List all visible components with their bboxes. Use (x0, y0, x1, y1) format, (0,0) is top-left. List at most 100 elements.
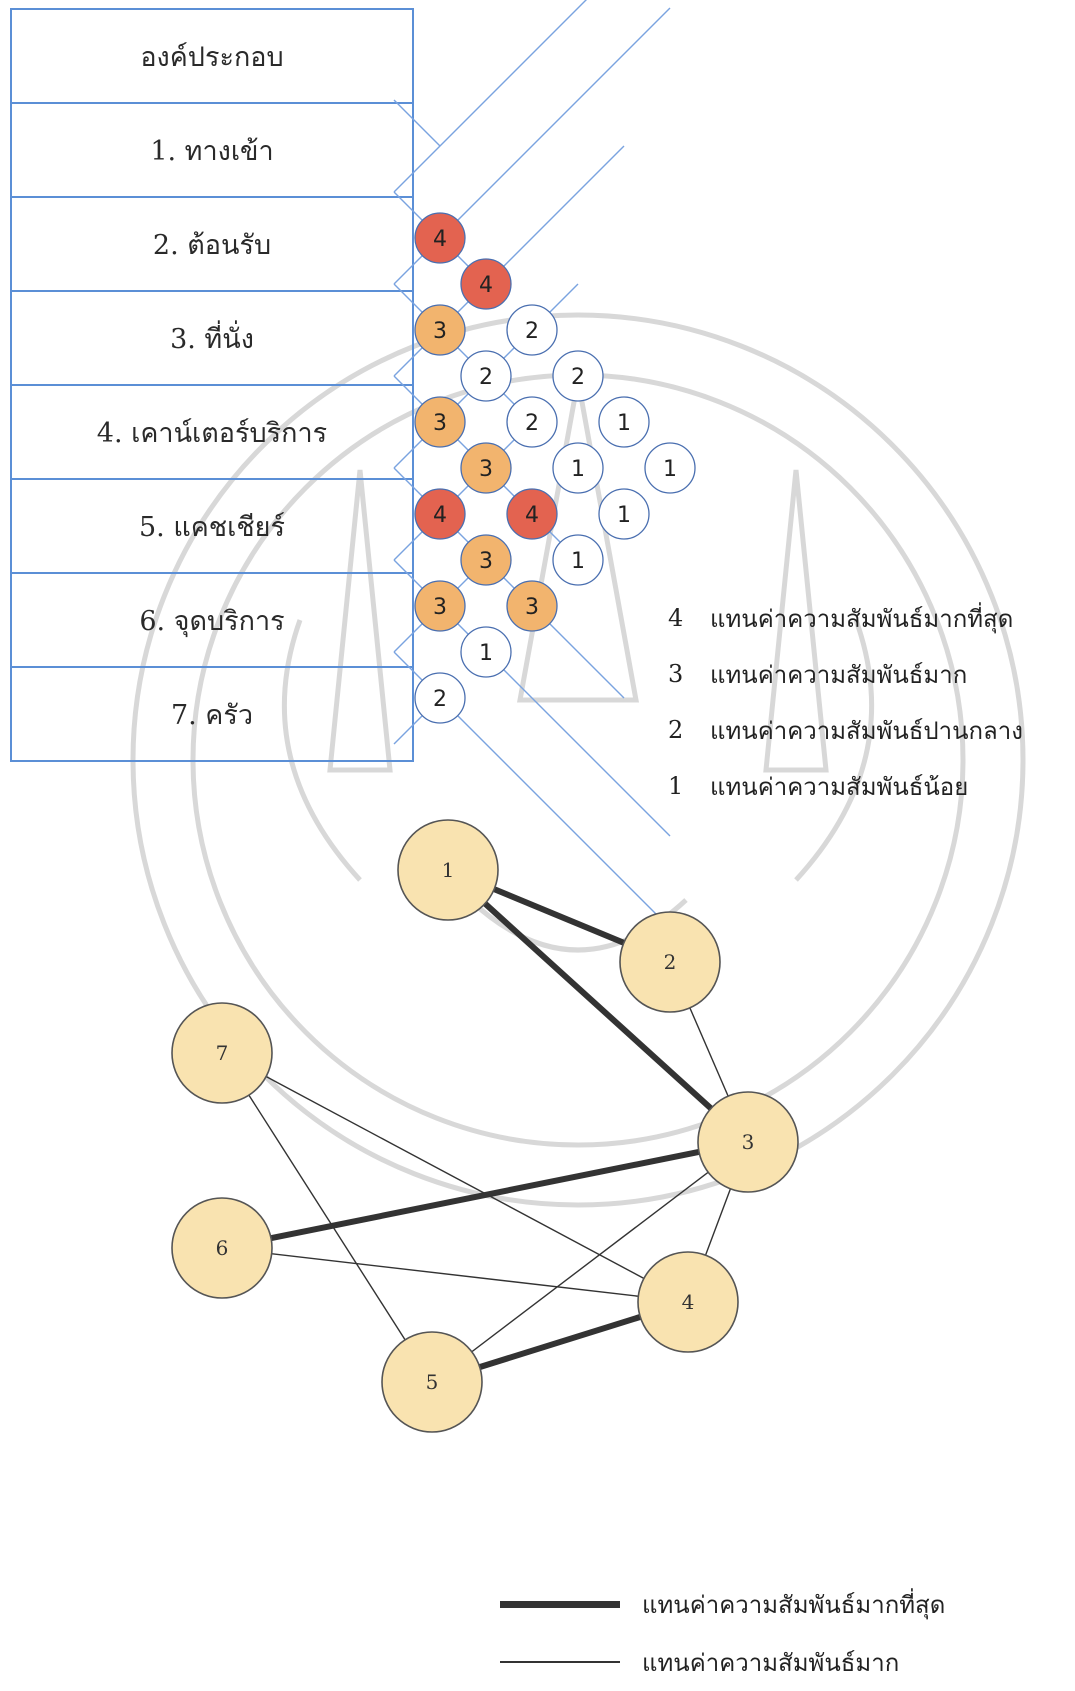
matrix-cell: 3 (414, 580, 466, 632)
matrix-cell-value: 1 (571, 549, 585, 574)
matrix-cell-circle (414, 488, 466, 540)
matrix-cell: 1 (598, 488, 650, 540)
matrix-cell-circle (506, 580, 558, 632)
graph-node-label: 6 (216, 1236, 229, 1260)
matrix-cell: 1 (598, 396, 650, 448)
table-row-1: 1. ทางเข้า (10, 102, 414, 198)
matrix-cell: 1 (552, 442, 604, 494)
thin-line-swatch (500, 1661, 620, 1663)
matrix-cell-circle (414, 672, 466, 724)
matrix-cell-value: 3 (525, 595, 539, 620)
matrix-cell-value: 1 (571, 457, 585, 482)
legend-number: 2 (668, 716, 684, 744)
legend-text: แทนค่าความสัมพันธ์น้อย (710, 772, 969, 801)
graph-node: 3 (697, 1091, 799, 1193)
matrix-grid-line (393, 283, 533, 423)
line-legend: แทนค่าความสัมพันธ์มากที่สุด แทนค่าความสั… (500, 1575, 945, 1691)
matrix-cell-value: 3 (433, 595, 447, 620)
matrix-cell-circle (506, 304, 558, 356)
matrix-cell: 2 (506, 396, 558, 448)
graph-node-label: 2 (664, 950, 677, 974)
graph-node-label: 4 (682, 1290, 695, 1314)
table-row-6: 6. จุดบริการ (10, 572, 414, 668)
matrix-cell-value: 2 (525, 319, 539, 344)
matrix-grid-line (393, 421, 533, 561)
table-row-5: 5. แคชเชียร์ (10, 478, 414, 574)
graph-node-label: 3 (742, 1130, 755, 1154)
matrix-cell: 1 (552, 534, 604, 586)
matrix-cell-value: 2 (571, 365, 585, 390)
matrix-cell-circle (506, 396, 558, 448)
legend-text: แทนค่าความสัมพันธ์ปานกลาง (710, 716, 1023, 745)
table-row-7: 7. ครัว (10, 666, 414, 762)
value-legend-row: 4 แทนค่าความสัมพันธ์มากที่สุด (668, 590, 1023, 646)
matrix-cell: 3 (414, 304, 466, 356)
graph-edge (445, 867, 751, 1145)
matrix-cell: 4 (506, 488, 558, 540)
legend-text: แทนค่าความสัมพันธ์มากที่สุด (710, 604, 1014, 633)
graph-node: 5 (381, 1331, 483, 1433)
matrix-cell-circle (414, 396, 466, 448)
matrix-cell-value: 1 (479, 641, 493, 666)
matrix-cell: 3 (414, 396, 466, 448)
graph-node-label: 1 (442, 858, 455, 882)
matrix-cell-circle (644, 442, 696, 494)
graph-node-circle (397, 819, 499, 921)
line-legend-text: แทนค่าความสัมพันธ์มาก (642, 1648, 900, 1677)
matrix-cell-circle (552, 534, 604, 586)
relationship-graph: 1 2 3 4 5 6 7 (171, 819, 799, 1433)
graph-node-circle (171, 1197, 273, 1299)
matrix-cell-value: 1 (617, 411, 631, 436)
graph-edge (221, 1139, 749, 1251)
legend-text: แทนค่าความสัมพันธ์มาก (710, 660, 968, 689)
graph-edge (221, 1247, 689, 1303)
graph-node-label: 5 (426, 1370, 439, 1394)
matrix-cell: 4 (414, 488, 466, 540)
matrix-cell: 4 (460, 258, 512, 310)
matrix-cell-value: 2 (479, 365, 493, 390)
matrix-cell-circle (414, 212, 466, 264)
matrix-cell-circle (598, 488, 650, 540)
legend-number: 4 (668, 604, 684, 632)
matrix-cell-circle (598, 396, 650, 448)
value-legend-row: 2 แทนค่าความสัมพันธ์ปานกลาง (668, 702, 1023, 758)
matrix-cell: 3 (460, 534, 512, 586)
matrix-cell-value: 3 (433, 319, 447, 344)
matrix-cell: 4 (414, 212, 466, 264)
matrix-cell-value: 3 (433, 411, 447, 436)
line-legend-row: แทนค่าความสัมพันธ์มากที่สุด (500, 1575, 945, 1633)
matrix-cell-value: 4 (525, 503, 539, 528)
matrix-cell: 2 (506, 304, 558, 356)
matrix-cell: 3 (460, 442, 512, 494)
matrix-cell-circle (414, 304, 466, 356)
matrix-cell-circle (552, 442, 604, 494)
matrix-cell-value: 1 (663, 457, 677, 482)
matrix-cell-circle (506, 488, 558, 540)
graph-node-circle (619, 911, 721, 1013)
graph-edge (221, 1052, 433, 1383)
table-row-2: 2. ต้อนรับ (10, 196, 414, 292)
matrix-cell: 2 (552, 350, 604, 402)
matrix-cell: 2 (460, 350, 512, 402)
matrix-cell: 1 (644, 442, 696, 494)
graph-node: 4 (637, 1251, 739, 1353)
graph-node-circle (697, 1091, 799, 1193)
matrix-cell-value: 3 (479, 549, 493, 574)
graph-node: 2 (619, 911, 721, 1013)
graph-node-circle (637, 1251, 739, 1353)
matrix-cell-circle (460, 534, 512, 586)
line-legend-text: แทนค่าความสัมพันธ์มากที่สุด (642, 1590, 946, 1619)
graph-node-label: 7 (216, 1041, 229, 1065)
graph-edge (431, 1141, 749, 1383)
matrix-cell-value: 4 (433, 503, 447, 528)
table-row-3: 3. ที่นั่ง (10, 290, 414, 386)
graph-edge (221, 1052, 689, 1303)
matrix-cell-circle (414, 580, 466, 632)
matrix-cell: 2 (414, 672, 466, 724)
matrix-cell: 3 (506, 580, 558, 632)
matrix-cell-circle (460, 442, 512, 494)
matrix-cell-circle (460, 626, 512, 678)
